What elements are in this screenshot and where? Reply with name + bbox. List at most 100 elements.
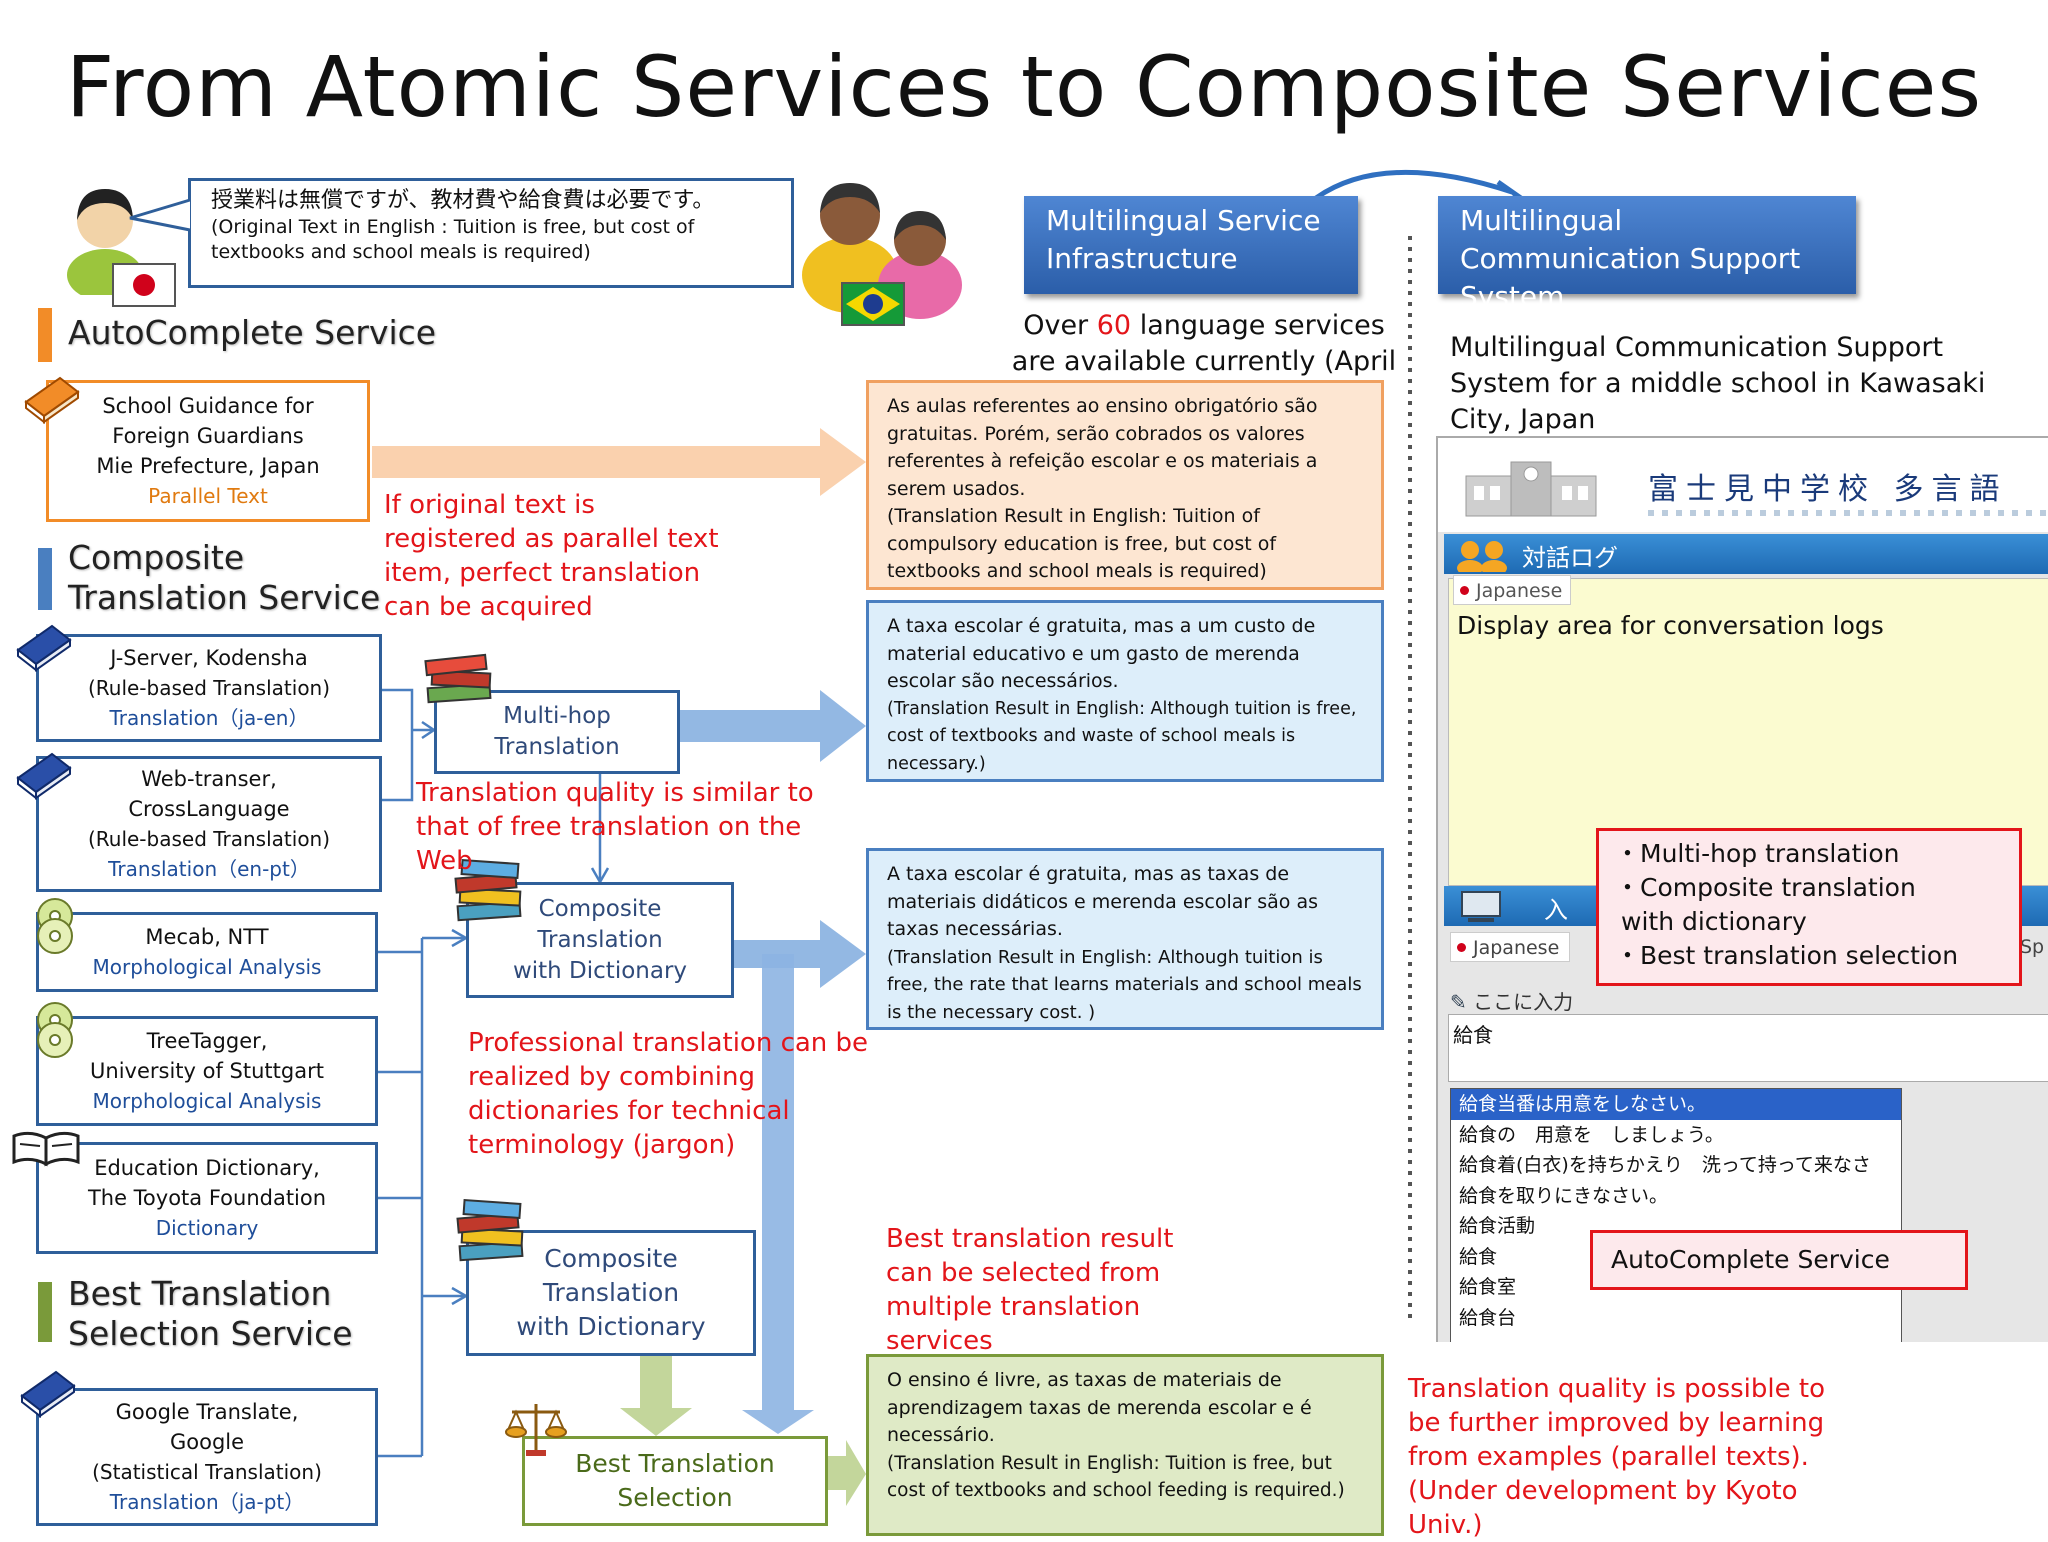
jserver-box: J-Server, Kodensha (Rule-based Translati… [36,634,382,742]
treetagger-l1: TreeTagger, [146,1029,268,1053]
app-header: 富士見中学校 多言語 [1438,438,2048,532]
suggestion-item[interactable]: 給食当番は用意をしなさい。 [1451,1089,1901,1120]
result-best-selection: O ensino é livre, as taxas de materiais … [866,1354,1384,1536]
composite2-l1: Composite [544,1244,678,1273]
result4-pt: O ensino é livre, as taxas de materiais … [887,1369,1312,1446]
result1-pt: As aulas referentes ao ensino obrigatóri… [887,395,1318,500]
treetagger-sub: Morphological Analysis [92,1089,322,1113]
best-l2: Selection [617,1483,733,1512]
note-quality: Translation quality is similar to that o… [416,778,814,876]
input-language-tab[interactable]: Japanese [1450,932,1570,962]
features-callout: ・Multi-hop translation ・Composite transl… [1596,828,2022,986]
composite2-l3: with Dictionary [516,1312,706,1341]
treetagger-box: TreeTagger, University of Stuttgart Morp… [36,1016,378,1126]
suggestion-list[interactable]: 給食当番は用意をしなさい。 給食の 用意を しましょう。 給食着(白衣)を持ちか… [1450,1088,1902,1342]
school-l2: Foreign Guardians [112,424,304,448]
google-l3: (Statistical Translation) [92,1460,322,1484]
jserver-l1: J-Server, Kodensha [110,646,308,670]
suggestion-item[interactable]: 給食の 用意を しましょう。 [1459,1123,1724,1146]
log-panel-header: 対話ログ [1444,534,2048,574]
input-label-text: ここに入力 [1473,990,1574,1014]
japan-flag-dot-icon [1460,586,1469,595]
suggestion-item[interactable]: 給食 [1459,1245,1498,1268]
scales-icon [505,1404,567,1456]
education-dictionary-box: Education Dictionary, The Toyota Foundat… [36,1142,378,1254]
japan-flag-icon [112,263,176,307]
edudict-l1: Education Dictionary, [94,1156,320,1180]
google-l1: Google Translate, [115,1400,299,1424]
count-prefix: Over [1023,310,1097,341]
result-composite: A taxa escolar é gratuita, mas as taxas … [866,848,1384,1030]
edudict-sub: Dictionary [155,1216,259,1240]
mecab-box: Mecab, NTT Morphological Analysis [36,912,378,992]
computer-icon [1461,891,1501,922]
book-stack-icon [454,858,522,922]
multihop-l1: Multi-hop [503,703,611,729]
webtranser-sub: Translation（en-pt） [108,857,310,881]
result-parallel-text: As aulas referentes ao ensino obrigatóri… [866,380,1384,590]
webtranser-l3: (Rule-based Translation) [87,827,331,851]
google-translate-box: Google Translate, Google (Statistical Tr… [36,1388,378,1526]
brazilian-family-icon [802,183,962,326]
suggestion-item[interactable]: 給食室 [1459,1276,1517,1298]
page-title: From Atomic Services to Composite Servic… [65,38,1983,136]
log-language-tab[interactable]: Japanese [1453,575,1571,605]
jserver-l2: (Rule-based Translation) [87,676,331,700]
speech-bubble: 授業料は無償ですが、教材費や給食費は必要です。 (Original Text i… [188,178,794,288]
orange-book-icon [24,376,80,424]
composite1-l1: Composite [538,895,662,922]
blue-book-icon [20,1370,76,1418]
composite1-l3: with Dictionary [512,957,688,984]
mecab-sub: Morphological Analysis [92,955,322,979]
note-best: Best translation result can be selected … [886,1224,1174,1356]
mecab-l1: Mecab, NTT [145,925,269,949]
japan-flag-dot-icon [1457,943,1466,952]
multilingual-service-infrastructure-header: Multilingual Service Infrastructure [1024,196,1358,294]
suggestion-item[interactable]: 給食台 [1459,1306,1517,1329]
cd-disc-icon [37,1002,73,1058]
blue-book-icon [16,752,72,800]
feature-item: with dictionary [1621,907,1807,936]
composite1-l2: Translation [537,926,663,953]
speech-tail [129,198,191,232]
result2-en: (Translation Result in English: Although… [887,698,1357,774]
result-multihop: A taxa escolar é gratuita, mas a um cust… [866,600,1384,782]
result4-en: (Translation Result in English: Tuition … [887,1452,1345,1502]
school-l3: Mie Prefecture, Japan [96,454,320,478]
school-guidance-box: School Guidance for Foreign Guardians Mi… [46,380,370,522]
book-stack-icon [456,1198,524,1262]
autocomplete-section-bar [38,308,52,362]
edudict-l2: The Toyota Foundation [87,1186,327,1210]
composite-section-bar [38,548,52,610]
log-title: 対話ログ [1522,544,1618,572]
feature-item: ・Composite translation [1615,873,1916,902]
treetagger-l2: University of Stuttgart [90,1059,324,1083]
best-section-bar [38,1282,52,1342]
composite-section-title: Composite Translation Service [68,538,381,617]
speech-en: (Original Text in English : Tuition is f… [211,216,695,263]
webtranser-l2: CrossLanguage [128,797,290,821]
cd-disc-icon [37,898,73,954]
feature-item: ・Best translation selection [1615,941,1959,970]
feature-item: ・Multi-hop translation [1615,839,1900,868]
input-panel-title: 入 [1544,896,1568,924]
autocomplete-section-title: AutoComplete Service [68,313,437,352]
suggestion-item[interactable]: 給食活動 [1459,1215,1536,1237]
result3-pt: A taxa escolar é gratuita, mas as taxas … [887,863,1318,940]
message-input-value: 給食 [1453,1023,1493,1047]
multihop-l2: Translation [494,734,620,760]
composite2-l2: Translation [542,1278,680,1307]
message-input[interactable]: 給食 [1448,1014,2048,1082]
target-language-tab[interactable]: Sp [2020,936,2045,958]
blue-book-icon [16,624,72,672]
best-section-title: Best Translation Selection Service [68,1274,353,1353]
suggestion-item[interactable]: 給食着(白衣)を持ちかえり 洗って持って来なさ [1459,1154,1871,1176]
suggestion-item[interactable]: 給食を取りにきなさい。 [1459,1184,1669,1207]
result3-en: (Translation Result in English: Although… [887,946,1362,1023]
autocomplete-callout: AutoComplete Service [1590,1230,1968,1290]
multilingual-communication-support-header: Multilingual Communication Support Syste… [1438,196,1856,313]
school-l1: School Guidance for [102,394,314,418]
input-language-label: Japanese [1473,937,1560,959]
log-language-label: Japanese [1476,580,1563,602]
language-count: 60 [1096,310,1132,341]
